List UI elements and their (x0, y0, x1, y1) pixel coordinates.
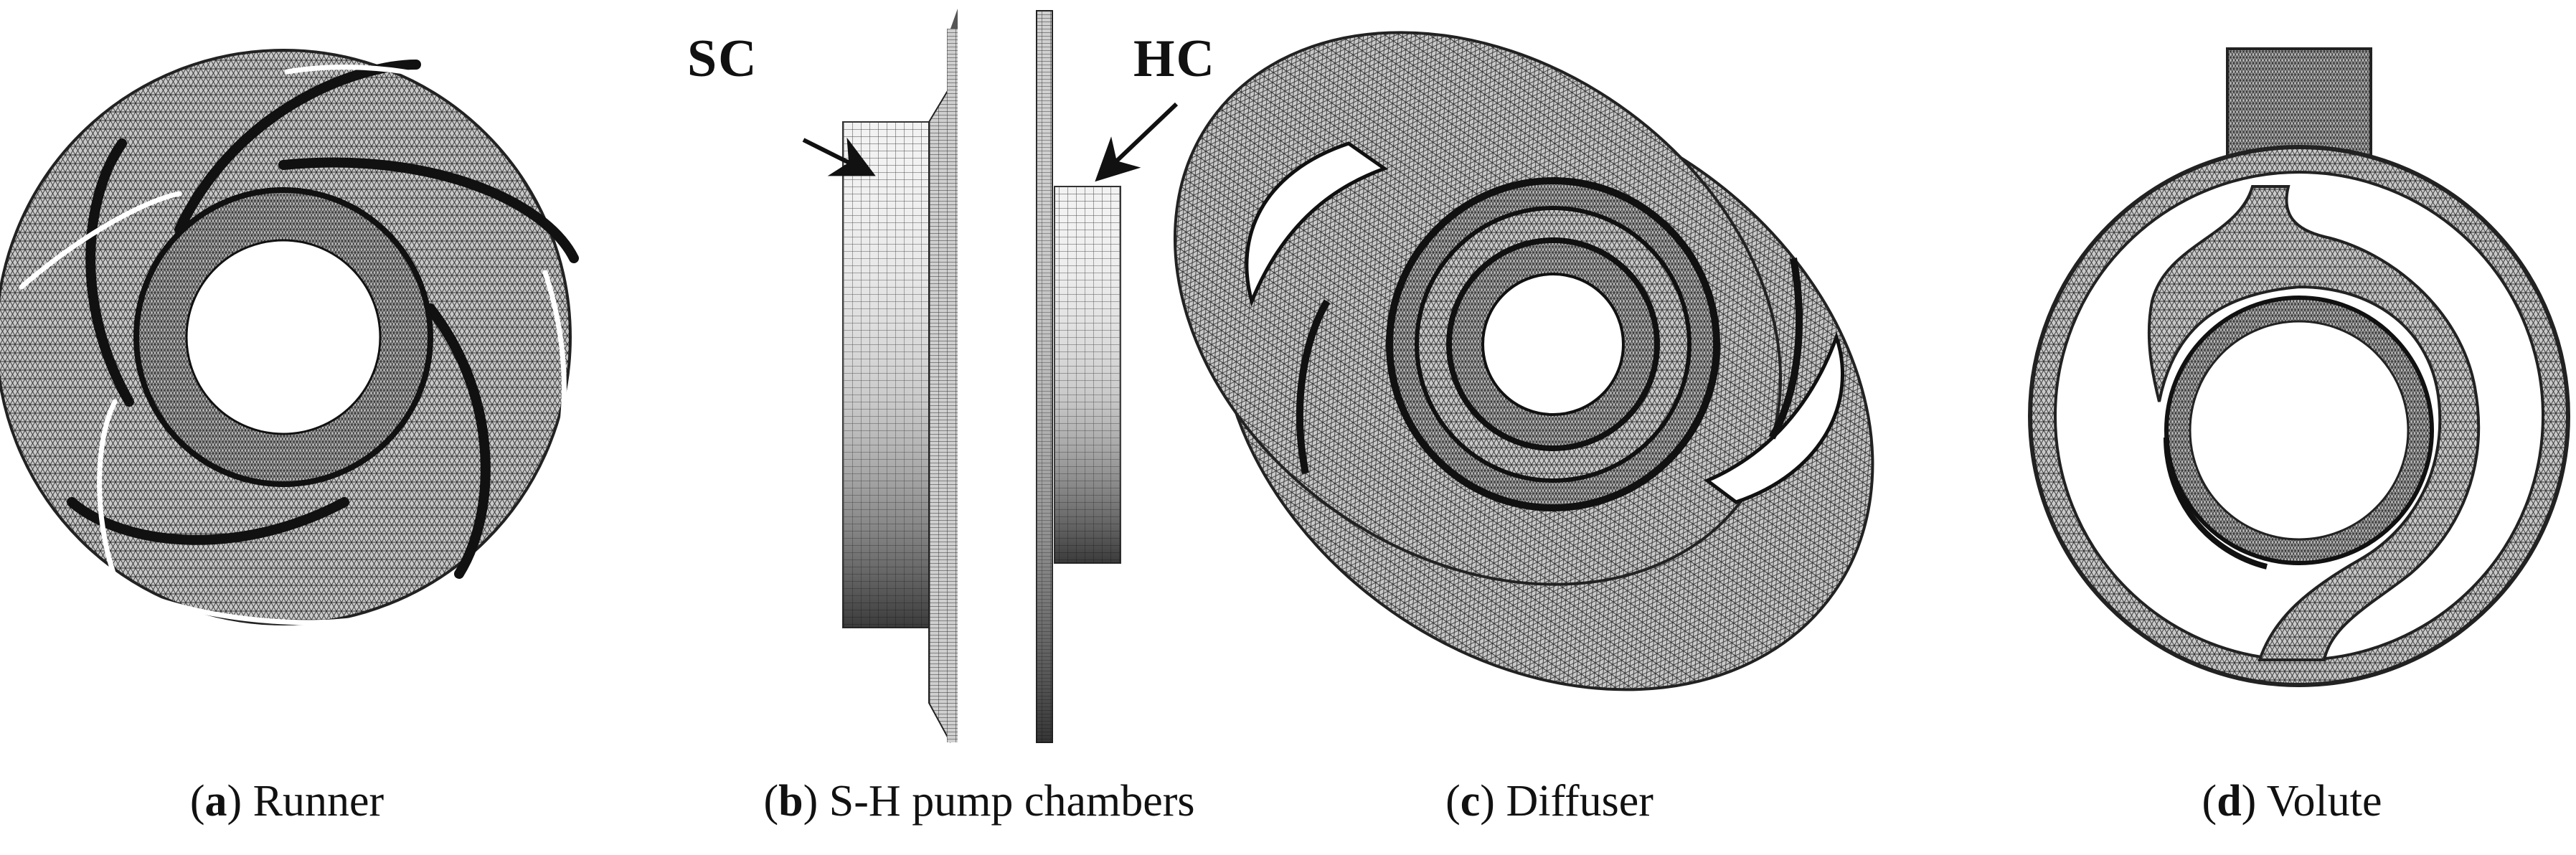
sh-pump-chambers-mesh (802, 9, 1179, 743)
caption-runner: (a) Runner (189, 777, 384, 826)
caption-letter-a: a (204, 777, 227, 826)
caption-chambers: (b) S-H pump chambers (763, 777, 1195, 826)
caption-text-b: S-H pump chambers (818, 777, 1195, 826)
volute-mesh (2028, 47, 2570, 687)
caption-letter-b: b (778, 777, 803, 826)
caption-volute: (d) Volute (2202, 777, 2382, 826)
caption-text-c: Diffuser (1494, 777, 1653, 826)
sc-label: SC (687, 29, 758, 88)
caption-letter-c: c (1460, 777, 1481, 826)
caption-text-d: Volute (2256, 777, 2382, 826)
caption-diffuser: (c) Diffuser (1445, 777, 1653, 826)
hc-label: HC (1133, 29, 1216, 88)
caption-letter-d: d (2217, 777, 2242, 826)
diffuser-mesh (1174, 31, 1874, 691)
runner-mesh (0, 49, 579, 625)
caption-text-a: Runner (242, 777, 384, 826)
